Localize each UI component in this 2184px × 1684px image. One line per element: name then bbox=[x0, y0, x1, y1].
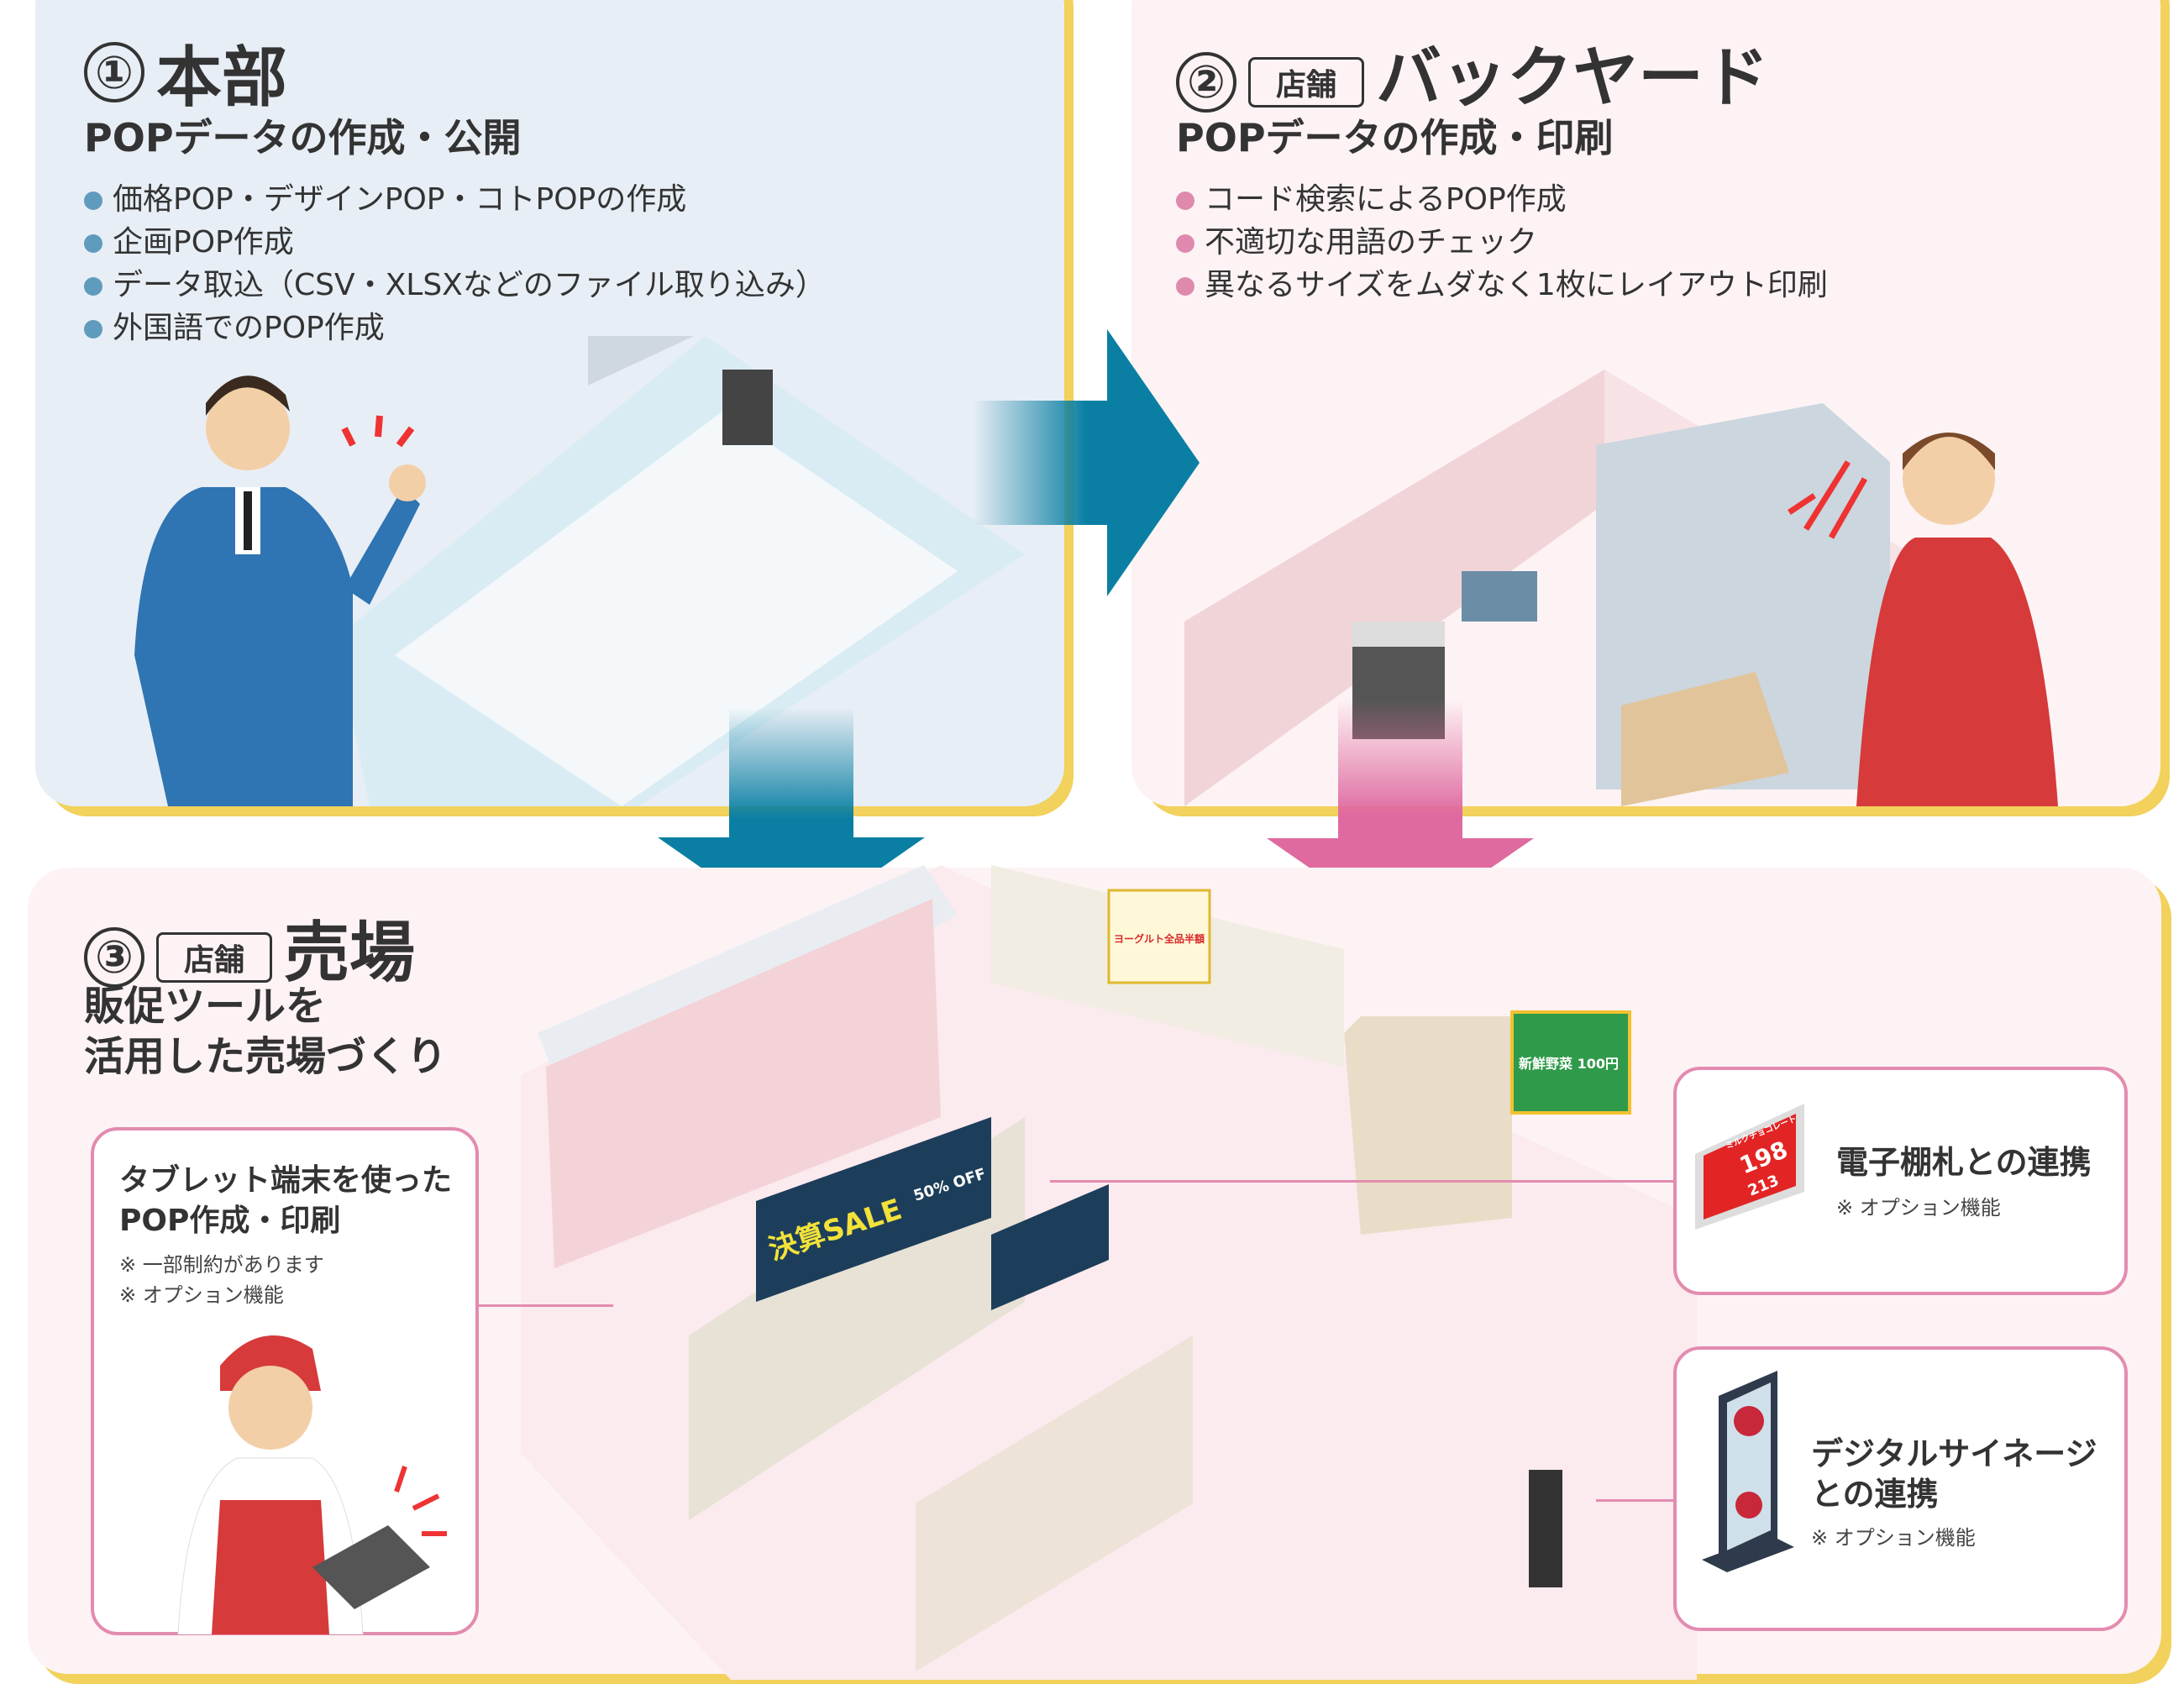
list-item: 異なるサイズをムダなく1枚にレイアウト印刷 bbox=[1176, 264, 1828, 307]
card-note: ※ オプション機能 bbox=[1836, 1196, 2001, 1220]
electronic-shelf-label-icon: ミルクチョコレート 198 213 bbox=[1695, 1104, 1804, 1230]
backyard-bullet-list: コード検索によるPOP作成 不適切な用語のチェック 異なるサイズをムダなく1枚に… bbox=[1176, 178, 1828, 307]
list-item: 企画POP作成 bbox=[84, 221, 826, 264]
hq-subtitle: POPデータの作成・公開 bbox=[84, 115, 522, 160]
store-tag: 店舗 bbox=[156, 931, 273, 983]
list-item: 外国語でのPOP作成 bbox=[84, 307, 826, 349]
tablet-staff-illustration bbox=[177, 1335, 447, 1634]
hq-office-illustration bbox=[134, 336, 1025, 806]
step-number: ① bbox=[84, 42, 144, 102]
bullet-icon bbox=[84, 277, 102, 296]
connector-line bbox=[1050, 1180, 1673, 1183]
connector-line bbox=[479, 1304, 613, 1307]
list-item: 価格POP・デザインPOP・コトPOPの作成 bbox=[84, 178, 826, 221]
step-number: ② bbox=[1176, 51, 1236, 113]
store-tag: 店舗 bbox=[1248, 56, 1365, 108]
sale-signboard bbox=[756, 1117, 991, 1302]
digital-signage-card: デジタルサイネージとの連携 ※ オプション機能 bbox=[1673, 1346, 2128, 1631]
list-item: コード検索によるPOP作成 bbox=[1176, 178, 1828, 221]
yogurt-sign: ヨーグルト全品半額 bbox=[1114, 932, 1205, 945]
vegetable-signboard bbox=[1510, 1010, 1631, 1115]
salesfloor-subtitle: 販促ツールを活用した売場づくり bbox=[84, 983, 448, 1080]
bullet-icon bbox=[1176, 277, 1194, 296]
card-note: ※ オプション機能 bbox=[1811, 1526, 1976, 1550]
card-title: 電子棚札との連携 bbox=[1836, 1144, 2092, 1181]
bullet-icon bbox=[84, 234, 102, 253]
salesfloor-illustration: 決算SALE 50% OFF ヨーグルト全品半額 新鮮野菜 100円 bbox=[521, 865, 1697, 1680]
bullet-icon bbox=[84, 320, 102, 338]
esl-card: ミルクチョコレート 198 213 電子棚札との連携 ※ オプション機能 bbox=[1673, 1067, 2128, 1295]
bullet-icon bbox=[1176, 234, 1194, 253]
card-notes: ※ 一部制約があります※ オプション機能 bbox=[119, 1253, 324, 1307]
bullet-icon bbox=[1176, 191, 1194, 210]
backyard-illustration bbox=[1184, 370, 2058, 806]
connector-line bbox=[1596, 1499, 1673, 1502]
digital-signage-icon bbox=[1702, 1371, 1794, 1572]
backyard-subtitle: POPデータの作成・印刷 bbox=[1176, 115, 1614, 160]
card-title: デジタルサイネージとの連携 bbox=[1811, 1435, 2097, 1513]
list-item: 不適切な用語のチェック bbox=[1176, 221, 1828, 264]
bullet-icon bbox=[84, 191, 102, 210]
arrow-right-icon bbox=[973, 329, 1200, 596]
list-item: データ取込（CSV・XLSXなどのファイル取り込み） bbox=[84, 264, 826, 307]
hq-bullet-list: 価格POP・デザインPOP・コトPOPの作成 企画POP作成 データ取込（CSV… bbox=[84, 178, 826, 349]
step-number: ③ bbox=[84, 926, 144, 988]
veg-sign: 新鮮野菜 100円 bbox=[1519, 1056, 1619, 1072]
yogurt-signboard bbox=[1107, 889, 1211, 984]
